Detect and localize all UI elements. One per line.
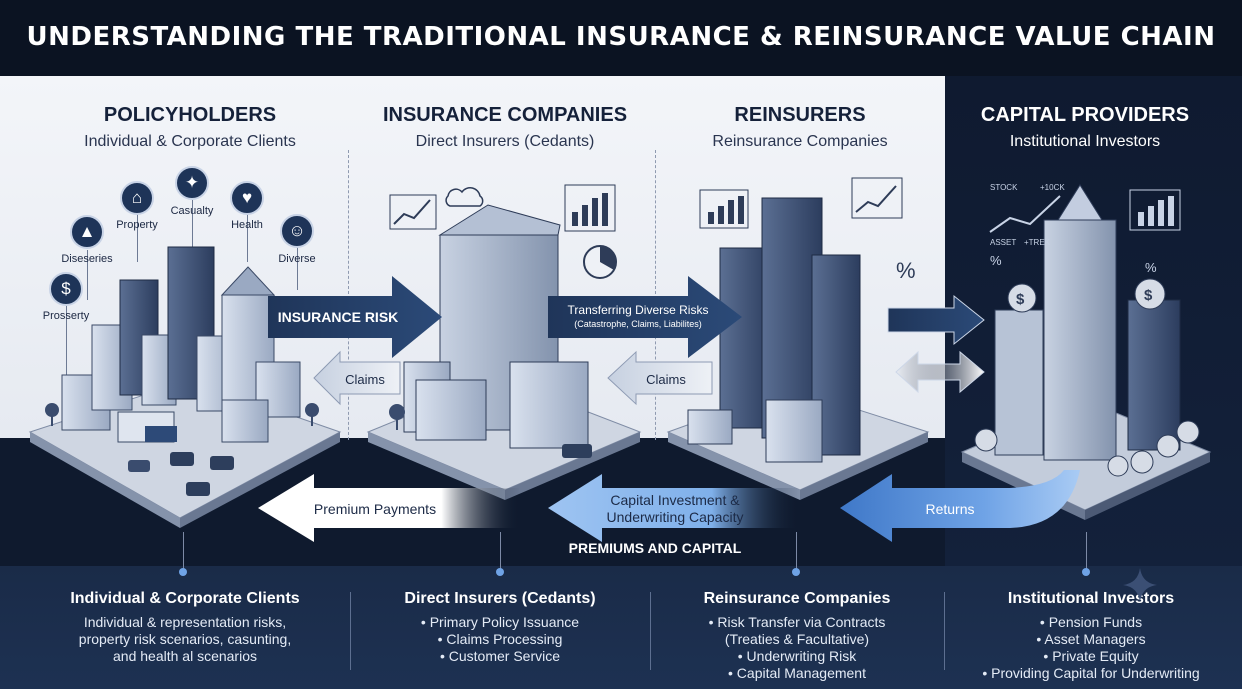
- connector-dot: [1082, 568, 1090, 576]
- risk-label-health: Health: [231, 219, 263, 231]
- insurance-risk-arrow: [268, 276, 442, 358]
- capital-providers-title: CAPITAL PROVIDERS: [980, 104, 1190, 126]
- insurance-companies-buildings: [389, 204, 592, 458]
- claims-arrow-left: [313, 350, 401, 406]
- bottom-insurers: Direct Insurers (Cedants) • Primary Poli…: [355, 590, 645, 665]
- connector-dot: [179, 568, 187, 576]
- capital-investment-arrow: [548, 474, 800, 542]
- reinsurers-subtitle: Reinsurance Companies: [712, 133, 888, 150]
- heart-icon: ♥: [230, 181, 264, 215]
- premium-payments-arrow: [258, 474, 520, 542]
- transferring-risks-label: Transferring Diverse Risks: [567, 303, 709, 317]
- premium-payments-label: Premium Payments: [313, 501, 437, 517]
- house-icon: ⌂: [120, 181, 154, 215]
- svg-text:ASSET: ASSET: [990, 238, 1016, 247]
- reinsurers-buildings: [687, 197, 861, 463]
- returns-label: Returns: [925, 501, 975, 517]
- svg-text:$: $: [1144, 287, 1153, 304]
- bottom-insurers-title: Direct Insurers (Cedants): [404, 590, 596, 607]
- bottom-capital-providers-title: Institutional Investors: [1007, 590, 1175, 607]
- connector-dot: [792, 568, 800, 576]
- bottom-reinsurers: Reinsurance Companies • Risk Transfer vi…: [652, 590, 942, 682]
- capital-investment-label-2: Underwriting Capacity: [606, 509, 744, 525]
- policyholders-header: POLICYHOLDERS Individual & Corporate Cli…: [40, 104, 340, 151]
- claims-label-right: Claims: [646, 372, 686, 387]
- svg-text:STOCK: STOCK: [990, 183, 1018, 192]
- insurance-companies-subtitle: Direct Insurers (Cedants): [415, 133, 595, 150]
- transferring-risks-arrow: [548, 276, 742, 358]
- hand-money-icon: $: [49, 272, 83, 306]
- premiums-and-capital-label: PREMIUMS AND CAPITAL: [568, 540, 742, 556]
- risk-label-property: Property: [116, 219, 158, 231]
- capital-providers-header: CAPITAL PROVIDERS Institutional Investor…: [945, 104, 1225, 151]
- policyholders-subtitle: Individual & Corporate Clients: [84, 133, 296, 150]
- bottom-policyholders-title: Individual & Corporate Clients: [70, 590, 300, 607]
- accident-icon: ✦: [175, 166, 209, 200]
- reinsurers-header: REINSURERS Reinsurance Companies: [650, 104, 950, 151]
- money-bag-icon: $ $: [974, 278, 1200, 477]
- bottom-policyholders: Individual & Corporate Clients Individua…: [20, 590, 350, 665]
- factory-icon: ▲: [70, 215, 104, 249]
- svg-text:%: %: [990, 253, 1002, 268]
- risk-label-diseseries: Diseseries: [61, 253, 113, 265]
- policyholders-title: POLICYHOLDERS: [103, 104, 277, 126]
- svg-text:+TREK: +TREK: [1024, 238, 1051, 247]
- column-divider: [655, 150, 656, 440]
- insurance-risk-label: INSURANCE RISK: [277, 309, 399, 325]
- claims-label-left: Claims: [345, 372, 385, 387]
- capital-investment-label-1: Capital Investment &: [610, 492, 740, 508]
- bottom-panel: [0, 566, 1242, 689]
- policyholders-city: [45, 246, 319, 496]
- svg-text:$: $: [1016, 291, 1025, 308]
- page-title: UNDERSTANDING THE TRADITIONAL INSURANCE …: [26, 22, 1216, 52]
- returns-arrow: [840, 470, 1080, 542]
- column-divider: [348, 150, 349, 440]
- risk-label-prosserty: Prosserty: [42, 310, 90, 322]
- insurance-companies-title: INSURANCE COMPANIES: [382, 104, 628, 126]
- percent-label: %: [896, 258, 916, 283]
- connector-dot: [496, 568, 504, 576]
- person-icon: ☺: [280, 214, 314, 248]
- reinsurers-title: REINSURERS: [734, 104, 866, 126]
- risk-label-diverse: Diverse: [278, 253, 316, 265]
- svg-text:+10CK: +10CK: [1040, 183, 1065, 192]
- risk-label-casualty: Casualty: [170, 205, 214, 217]
- capital-providers-buildings: [994, 184, 1181, 461]
- bidirectional-arrow: [895, 350, 985, 394]
- bottom-capital-providers: Institutional Investors • Pension Funds …: [946, 590, 1236, 682]
- svg-text:%: %: [1145, 260, 1157, 275]
- insurance-companies-header: INSURANCE COMPANIES Direct Insurers (Ced…: [355, 104, 655, 151]
- bottom-reinsurers-title: Reinsurance Companies: [703, 590, 891, 607]
- capital-flow-arrow: [887, 294, 985, 346]
- transferring-risks-sublabel: (Catastrophe, Claims, Liabilites): [574, 319, 702, 329]
- title-bar: [0, 0, 1242, 76]
- claims-arrow-right: [607, 350, 713, 406]
- capital-providers-subtitle: Institutional Investors: [1009, 133, 1161, 150]
- sparkle-icon: [1123, 568, 1157, 602]
